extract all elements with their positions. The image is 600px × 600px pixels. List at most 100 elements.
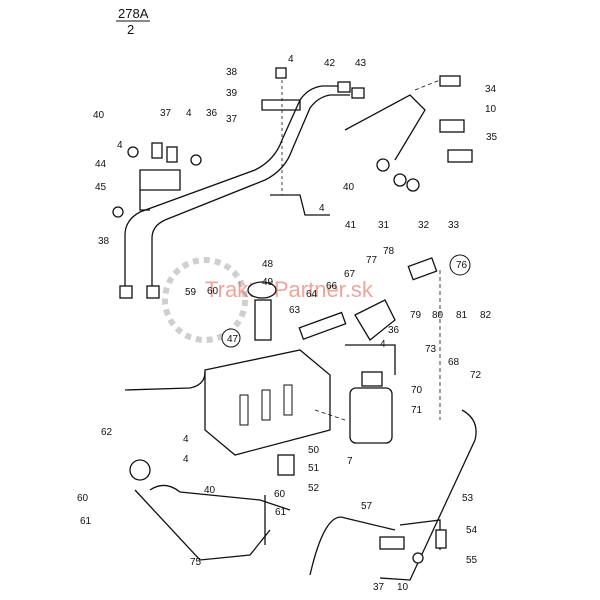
callout-label: 54 <box>466 525 478 536</box>
pipe-65 <box>298 311 347 340</box>
fuel-cock-assembly <box>298 257 438 341</box>
callout-label: 38 <box>98 236 110 247</box>
tank-rib-3 <box>283 384 293 416</box>
callout-label: 79 <box>410 310 422 321</box>
callout-label: 32 <box>418 220 430 231</box>
callout-label: 4 <box>183 434 189 445</box>
callout-label: 67 <box>344 269 356 280</box>
callout-label: 40 <box>93 110 105 121</box>
callout-label: 36 <box>388 325 400 336</box>
union-37 <box>379 536 405 550</box>
tank-rib-1 <box>239 394 249 426</box>
callout-label: 63 <box>289 305 301 316</box>
callout-label: 77 <box>366 255 378 266</box>
hose-60 <box>149 484 291 511</box>
pipe-62 <box>124 371 206 391</box>
callout-label: 31 <box>378 220 390 231</box>
callout-label: 37 <box>160 108 172 119</box>
callout-label: 39 <box>226 88 238 99</box>
fuel-filter <box>345 344 396 444</box>
upper-pipe-inner <box>151 94 350 290</box>
bracket-44 <box>139 169 181 191</box>
bolt-54 <box>435 529 447 549</box>
callout-label: 60 <box>207 286 219 297</box>
lower-fuel-hoses <box>124 371 477 581</box>
callout-label: 34 <box>485 84 497 95</box>
bracket-45 <box>139 190 150 211</box>
callout-label: 70 <box>411 385 423 396</box>
callout-label: 68 <box>448 357 460 368</box>
callout-label: 33 <box>448 220 460 231</box>
filter-element-71 <box>349 387 393 444</box>
union-bracket <box>344 94 426 161</box>
callout-label: 7 <box>347 456 353 467</box>
callout-label: 61 <box>80 516 92 527</box>
callout-label: 62 <box>101 427 113 438</box>
callout-label: 35 <box>486 132 498 143</box>
filter-bracket <box>345 344 396 375</box>
bolt-38 <box>275 67 287 79</box>
fuel-tank <box>204 281 331 456</box>
callout-label: 64 <box>306 289 318 300</box>
callout-label: 44 <box>95 159 107 170</box>
callout-label: 82 <box>480 310 492 321</box>
washer-32 <box>393 173 407 187</box>
clamp-plate-39 <box>261 99 301 111</box>
spacer-37b <box>166 146 178 163</box>
callout-label: 50 <box>308 445 320 456</box>
callout-label: 38 <box>226 67 238 78</box>
union-35b <box>447 149 473 163</box>
callout-label: 36 <box>206 108 218 119</box>
bolt-38-head <box>112 206 124 218</box>
callout-label: 49 <box>262 277 274 288</box>
spacer-37a <box>151 142 163 159</box>
upper-fuel-pipes <box>119 81 365 299</box>
callout-label: 76 <box>456 260 468 271</box>
callout-label: 37 <box>226 114 238 125</box>
pipe-57 <box>309 516 396 576</box>
header-line2: 2 <box>127 22 134 37</box>
clamp-60 <box>129 459 151 481</box>
washer-31 <box>376 158 390 172</box>
cock-body-77 <box>354 299 396 341</box>
callout-label: 4 <box>186 108 192 119</box>
header-line1: 278A <box>118 6 149 21</box>
pipe-end-fitting-left <box>119 285 133 299</box>
diagram-header: 278A 2 <box>116 6 150 37</box>
callout-label: 41 <box>345 220 357 231</box>
callout-label: 80 <box>432 310 444 321</box>
callout-label: 47 <box>227 334 239 345</box>
callout-label: 4 <box>380 339 386 350</box>
callout-label: 45 <box>95 182 107 193</box>
callout-label: 61 <box>275 507 287 518</box>
callout-label: 51 <box>308 463 320 474</box>
filter-head-70 <box>361 371 383 387</box>
pipe-nut-43 <box>351 87 365 99</box>
callout-label: 10 <box>397 582 409 593</box>
callout-label: 60 <box>77 493 89 504</box>
callout-label: 59 <box>185 287 197 298</box>
tank-rib-2 <box>261 389 271 421</box>
upper-pipe-outer <box>124 85 345 290</box>
watermark-text: TraktorPartner.sk <box>205 277 374 302</box>
badge-76-circle <box>449 254 471 276</box>
guide-line-2 <box>414 79 441 91</box>
callout-label: 10 <box>485 104 497 115</box>
hose-75 <box>134 489 271 561</box>
callout-label: 73 <box>425 344 437 355</box>
pipe-end-fitting-right <box>146 285 160 299</box>
union-35a <box>439 119 465 133</box>
callout-label: 4 <box>183 454 189 465</box>
reference-badges <box>221 254 471 348</box>
nut-55 <box>412 552 424 564</box>
callout-label: 40 <box>204 485 216 496</box>
fitting-51 <box>277 454 295 476</box>
callout-label: 81 <box>456 310 468 321</box>
watermark-gear <box>162 257 248 343</box>
callout-label: 40 <box>343 182 355 193</box>
left-bracket-assembly <box>112 142 202 218</box>
nut-36 <box>190 154 202 166</box>
tank-body <box>204 349 331 456</box>
